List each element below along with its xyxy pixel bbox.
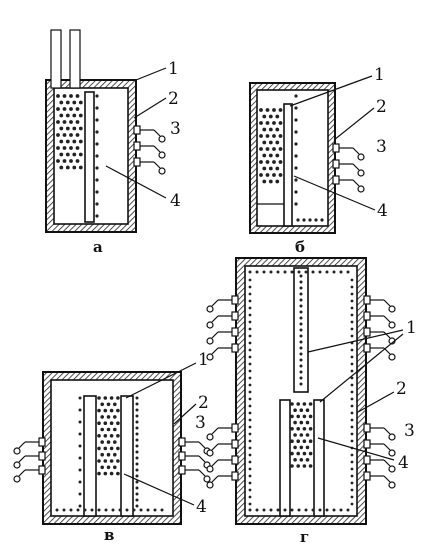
panel-v-label-3: 3: [195, 413, 206, 433]
panel-v: 1 2 3 4 в: [13, 350, 211, 544]
panel-v-leader-1: [125, 362, 197, 399]
panel-a-pipe-right: [69, 29, 81, 89]
panel-a-leader-1: [135, 67, 167, 81]
panel-v-leader-4: [123, 473, 195, 506]
panel-g-caption: г: [300, 528, 309, 546]
panel-a-label-1: 1: [168, 59, 179, 79]
panel-a-caption: а: [93, 238, 103, 256]
panel-b-substance-dots: [259, 108, 283, 184]
panel-a-label-3: 3: [170, 119, 181, 139]
panel-b-leader-4: [293, 175, 376, 211]
panel-g-label-3: 3: [404, 421, 415, 441]
panel-v-substance-dots: [97, 396, 120, 476]
panel-a: 1 2 3 4 а: [45, 29, 181, 256]
panel-a-leader-2: [133, 97, 167, 119]
panel-v-leader-2: [173, 403, 197, 425]
panel-b-leader-1: [289, 75, 373, 107]
panel-v-label-2: 2: [198, 393, 209, 413]
panel-v-plate-left: [83, 395, 97, 517]
panel-b-label-3: 3: [376, 137, 387, 157]
panel-a-plate: [84, 91, 95, 223]
panel-g-leader-2: [357, 391, 395, 413]
panel-b-label-2: 2: [376, 97, 387, 117]
panel-b-caption: б: [295, 238, 305, 256]
panel-a-plate-dots: [95, 94, 99, 218]
panel-a-substance-dots: [56, 94, 83, 170]
panel-g-terminals: [206, 295, 396, 489]
panel-g-substance-dots: [290, 402, 313, 468]
panel-a-terminals: [133, 125, 166, 175]
panel-a-label-2: 2: [168, 89, 179, 109]
panel-g-lower-plate-right: [313, 399, 325, 517]
panel-b-leader-2: [333, 107, 375, 141]
panel-v-label-4: 4: [196, 497, 207, 517]
panel-b-plate: [283, 103, 293, 227]
panel-g-label-4: 4: [398, 453, 409, 473]
panel-g-leader-1a: [307, 329, 404, 353]
panel-g: 1 2 3 4 г: [206, 257, 417, 546]
panel-v-plate-dots: [55, 396, 164, 512]
panel-a-label-4: 4: [170, 191, 181, 211]
panel-g-label-1: 1: [406, 318, 417, 338]
panel-g-label-2: 2: [396, 379, 407, 399]
panel-v-plate-right: [120, 395, 134, 517]
panel-a-leader-4: [105, 165, 167, 199]
panel-v-label-1: 1: [198, 350, 209, 370]
panel-v-terminals: [13, 437, 211, 483]
panel-v-caption: в: [104, 526, 114, 544]
panel-g-lower-plate-left: [279, 399, 291, 517]
panel-b: 1 2 3 4 б: [249, 65, 388, 256]
panel-b-label-1: 1: [374, 65, 385, 85]
panel-b-wall-dots: [294, 94, 324, 222]
panel-b-terminals: [332, 143, 365, 193]
panel-g-leader-1b: [319, 333, 404, 403]
panel-g-leader-4: [317, 437, 395, 461]
panel-b-label-4: 4: [377, 201, 388, 221]
panel-a-pipe-left: [50, 29, 62, 89]
